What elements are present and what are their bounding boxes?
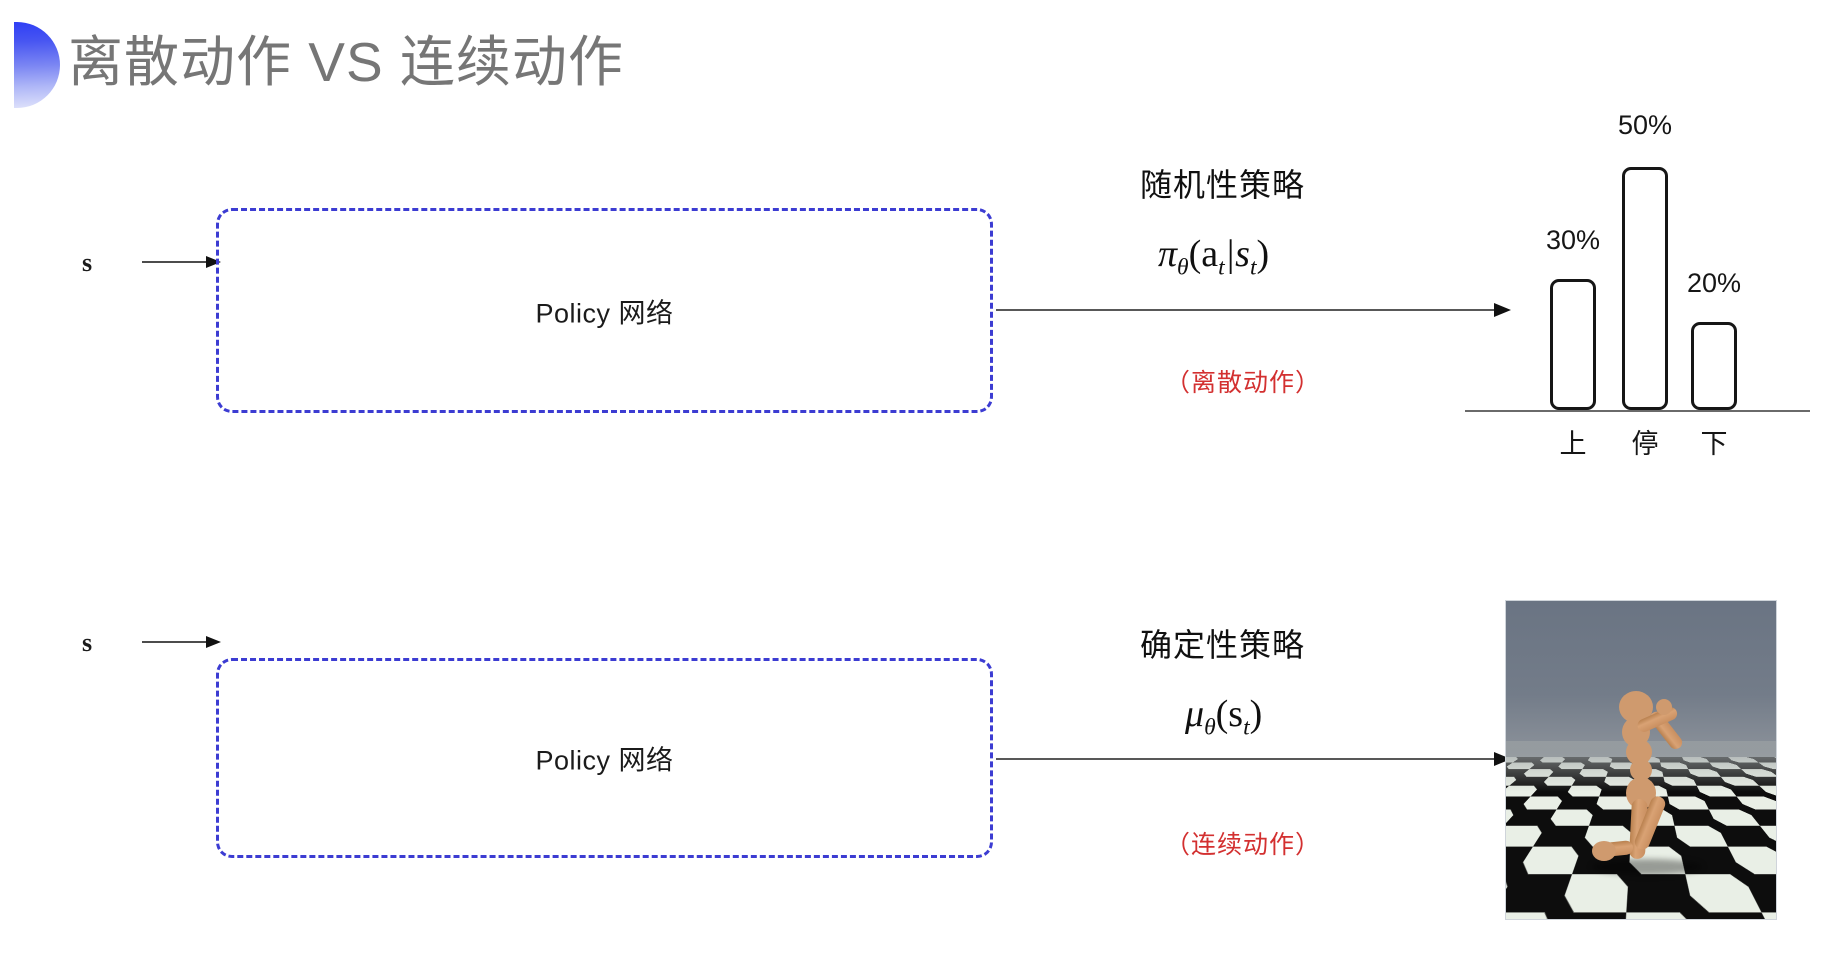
formula-st-sub: t [1249, 254, 1257, 281]
bar-stop [1622, 167, 1668, 410]
policy-formula-continuous: μθ(st) [1185, 692, 1262, 742]
formula-mid: |s [1224, 233, 1250, 275]
action-note-discrete: （离散动作） [1165, 369, 1322, 397]
formula-pi: π [1158, 233, 1178, 275]
policy-network-box-continuous[interactable]: Policy 网络 [216, 658, 993, 858]
bar-down [1691, 322, 1737, 410]
input-arrow-discrete [142, 256, 222, 268]
action-note-continuous: （连续动作） [1165, 831, 1322, 859]
output-arrow-discrete [996, 303, 1512, 317]
bar-category-stop: 停 [1631, 429, 1659, 459]
policy-type-caption-continuous: 确定性策略 [1140, 627, 1306, 663]
action-probability-bar-chart: 30% 上 50% 停 20% 下 [1465, 110, 1830, 459]
formula-close-paren-2: ) [1249, 693, 1263, 735]
bar-up [1550, 279, 1596, 410]
formula-open-paren-2: (s [1215, 693, 1244, 735]
formula-theta-2: θ [1204, 714, 1216, 741]
formula-at-sub: t [1218, 254, 1225, 281]
policy-type-caption-discrete: 随机性策略 [1140, 167, 1306, 203]
bar-category-down: 下 [1700, 429, 1728, 459]
formula-close-paren: ) [1256, 233, 1270, 275]
bar-value-down: 20% [1686, 268, 1742, 298]
humanoid-shadow [1592, 859, 1702, 875]
humanoid-foot [1592, 841, 1616, 861]
output-arrow-continuous [996, 752, 1512, 766]
formula-mu: μ [1185, 693, 1205, 735]
bar-value-up: 30% [1545, 225, 1601, 255]
humanoid-hand [1656, 699, 1672, 715]
formula-st-sub-2: t [1243, 714, 1250, 741]
input-arrow-continuous [142, 636, 222, 648]
policy-formula-discrete: πθ(at|st) [1158, 232, 1269, 282]
humanoid-lower-torso [1630, 759, 1652, 781]
title-decoration-icon [14, 22, 60, 108]
page-title: 离散动作 VS 连续动作 [68, 31, 624, 93]
bar-category-up: 上 [1559, 429, 1587, 459]
state-label-continuous: s [82, 628, 93, 657]
policy-network-label-continuous: Policy 网络 [535, 745, 674, 776]
policy-network-box-discrete[interactable]: Policy 网络 [216, 208, 993, 413]
formula-theta: θ [1177, 254, 1189, 281]
state-label-discrete: s [82, 248, 93, 277]
policy-network-label-discrete: Policy 网络 [535, 298, 674, 328]
chart-x-axis [1465, 410, 1810, 412]
bar-value-stop: 50% [1617, 110, 1673, 140]
humanoid-simulation-image [1505, 600, 1777, 920]
formula-open-paren: (a [1188, 233, 1219, 275]
